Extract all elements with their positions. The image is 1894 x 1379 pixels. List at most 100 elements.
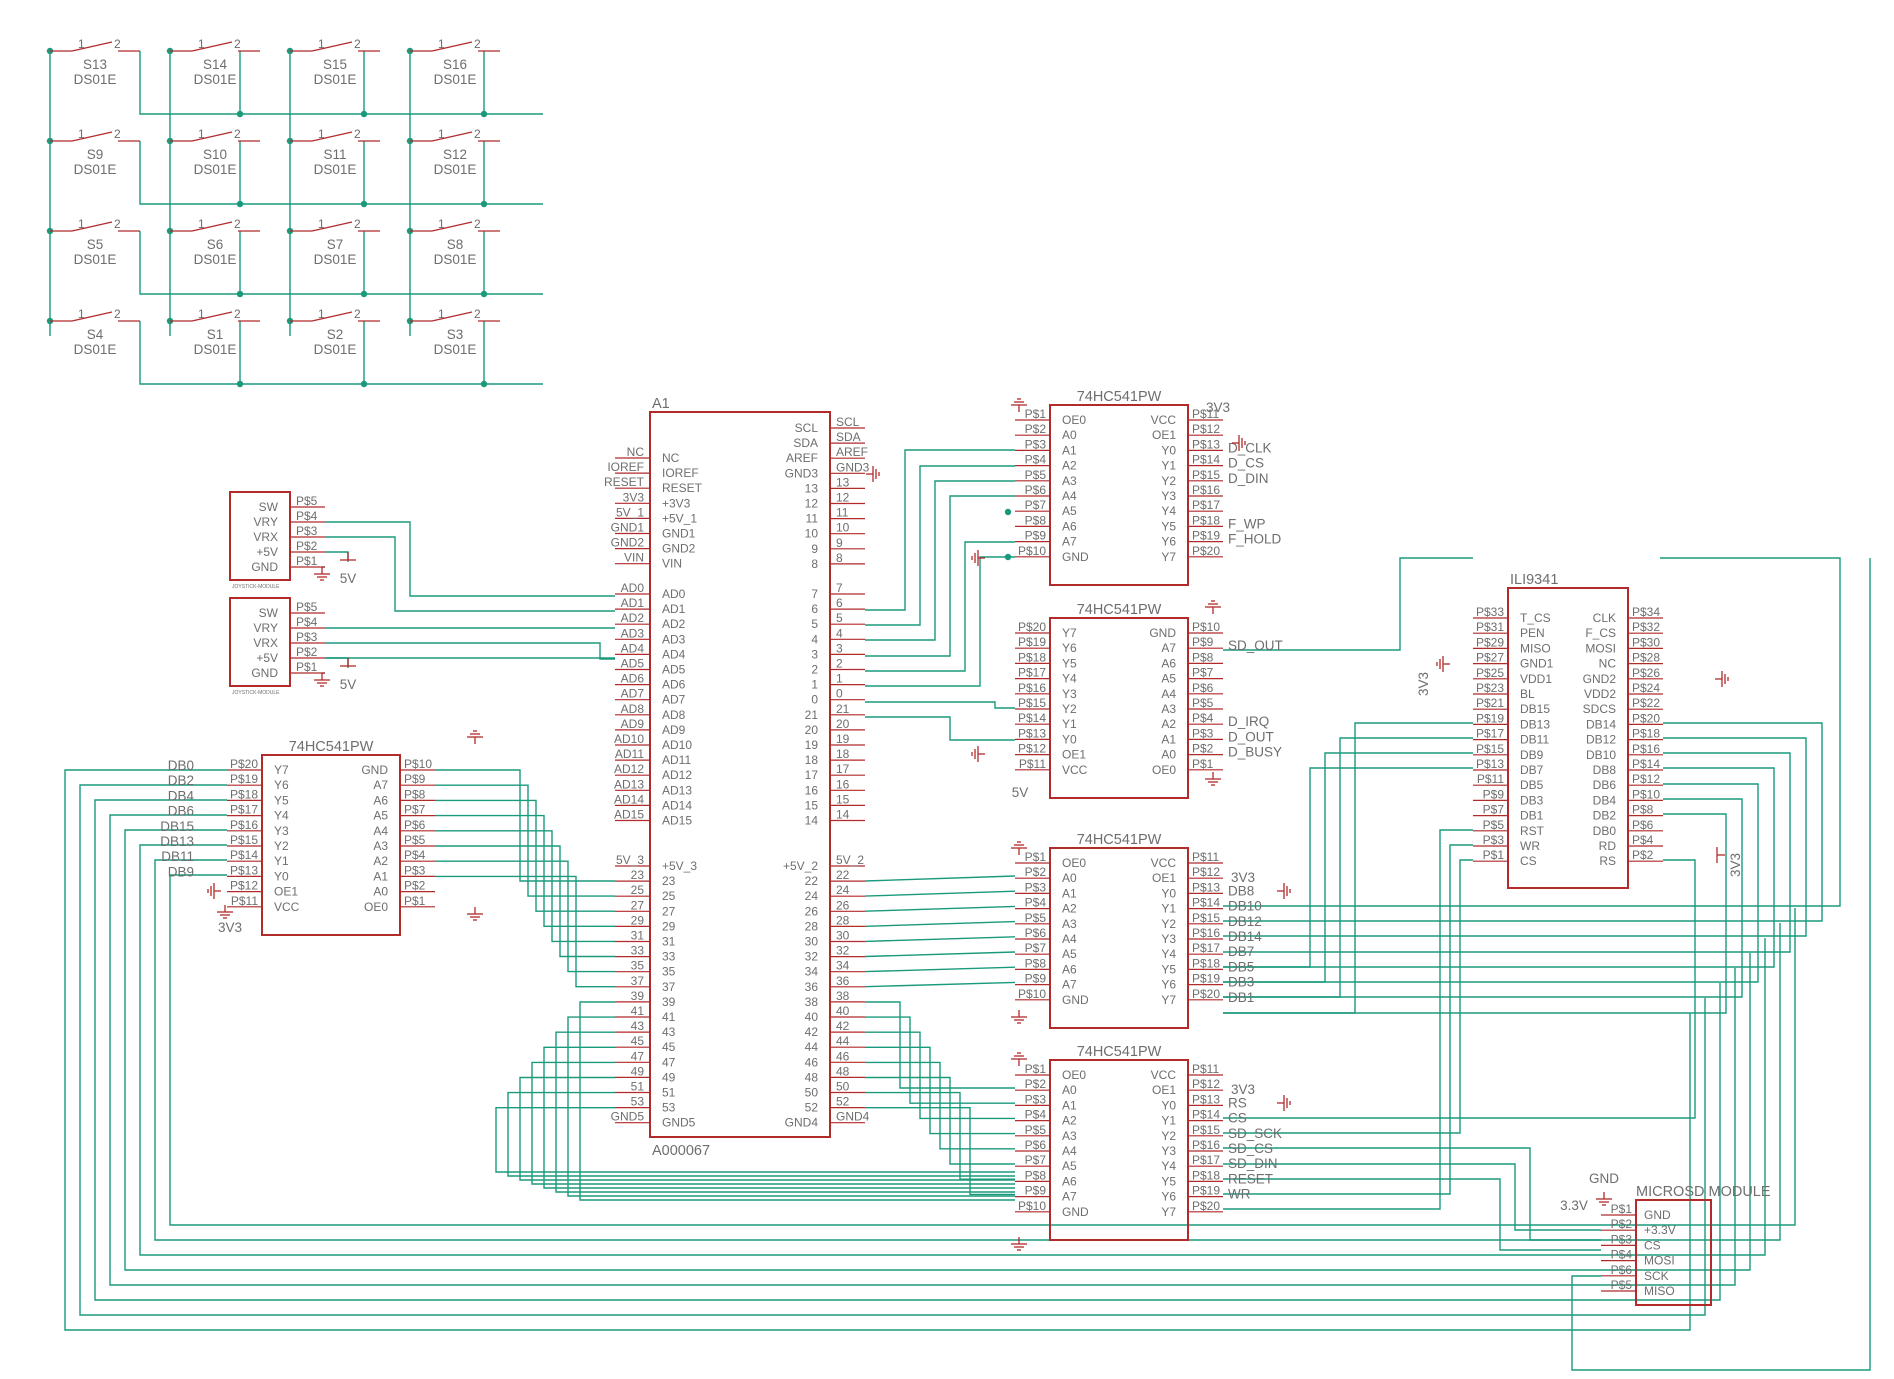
lcd-pin-name: PEN: [1520, 626, 1545, 640]
wire: [865, 1031, 1015, 1120]
buffer-pin-name: Y2: [274, 839, 289, 853]
buffer-pin-name: A6: [1062, 1174, 1077, 1188]
ground-symbol: [207, 883, 221, 899]
buffer-pin-name: Y2: [1161, 917, 1176, 931]
arduino-pin-number: 51: [631, 1080, 645, 1094]
net-label: DB2: [168, 773, 194, 788]
arduino-pin-number: 41: [631, 1004, 645, 1018]
buffer-pin-name: A3: [1062, 474, 1077, 488]
arduino-pin-name: 9: [811, 542, 818, 556]
ground-symbol: [1011, 1052, 1027, 1066]
joystick-body: [229, 491, 291, 581]
joystick-pin-number: P$2: [296, 539, 318, 553]
buffer-pin-number: P$11: [1192, 407, 1219, 421]
wire: [1223, 798, 1743, 998]
arduino-pin-number: AD4: [621, 641, 645, 655]
arduino-pin-name: AD3: [662, 632, 686, 646]
joystick-pin-number: P$1: [296, 554, 318, 568]
arduino-pin-name: +5V_1: [662, 511, 697, 525]
buffer-pin-number: P$18: [1192, 513, 1220, 527]
arduino-pin-name: 43: [662, 1025, 676, 1039]
joystick-pin-name: GND: [251, 560, 278, 574]
buffer-pin-number: P$2: [1192, 742, 1214, 756]
buffer-pin-name: A1: [1062, 443, 1077, 457]
lcd-pin-name: T_CS: [1520, 611, 1551, 625]
buffer-pin-name: Y7: [1062, 626, 1077, 640]
switch-contact: [71, 311, 113, 322]
wire: [865, 449, 1015, 611]
buffer-pin-number: P$14: [1018, 711, 1046, 725]
buffer-pin-number: P$12: [1192, 422, 1220, 436]
buffer-title: 74HC541PW: [1077, 1044, 1162, 1060]
buffer-pin-number: P$18: [1192, 1168, 1220, 1182]
switch-contact: [311, 311, 353, 322]
wire: [1223, 722, 1473, 1014]
arduino-pin-name: 1: [811, 678, 818, 692]
arduino-pin-name: AD6: [662, 678, 686, 692]
ground-symbol: [1436, 656, 1450, 672]
arduino-pin-number: AD10: [614, 732, 644, 746]
arduino-pin-name: GND1: [662, 527, 696, 541]
arduino-pin-number: 18: [836, 747, 850, 761]
joystick-pin-number: P$2: [296, 645, 318, 659]
buffer-body: [1049, 404, 1189, 586]
buffer-pin-number: P$2: [1025, 422, 1047, 436]
arduino-pin-number: 20: [836, 717, 850, 731]
arduino-pin-number: 5V_2: [836, 853, 864, 867]
wire: [435, 769, 615, 882]
buffer-pin-number: P$17: [1192, 941, 1220, 955]
switch-value: DS01E: [434, 252, 477, 267]
lcd-pin-name: DB13: [1520, 717, 1550, 731]
buffer-pin-name: A2: [1062, 459, 1077, 473]
arduino-pin-number: AD0: [621, 581, 645, 595]
keypad-row-wire: [139, 141, 543, 205]
joystick-pin-number: P$3: [296, 524, 318, 538]
arduino-pin-name: 49: [662, 1070, 676, 1084]
wire: [435, 784, 615, 897]
switch-pin-1: 1: [198, 37, 205, 51]
ground-symbol: [1277, 1095, 1291, 1111]
joystick-pin-name: VRY: [254, 621, 278, 635]
arduino-pin-name: AD15: [662, 814, 692, 828]
arduino-pin-number: GND4: [836, 1110, 870, 1124]
arduino-pin-name: AD12: [662, 768, 692, 782]
wire: [865, 1001, 1015, 1089]
wire: [864, 966, 1016, 973]
buffer-pin-name: A7: [373, 778, 388, 792]
arduino-pin-name: AD13: [662, 783, 692, 797]
arduino-pin-number: IOREF: [607, 460, 644, 474]
net-label: RESET: [1228, 1171, 1273, 1186]
lcd-pin-name: DB6: [1593, 778, 1617, 792]
arduino-pin-number: AD3: [621, 626, 645, 640]
arduino-pin-number: 5: [836, 611, 843, 625]
buffer-pin-name: A4: [1062, 932, 1077, 946]
wire: [495, 1106, 1015, 1173]
net-label: SD_DIN: [1228, 1156, 1278, 1171]
switch-pin-2: 2: [114, 37, 121, 51]
ground-symbol: [1011, 1010, 1027, 1024]
wire: [1223, 844, 1473, 1195]
buffer-pin-number: P$8: [1025, 1168, 1047, 1182]
buffer-body: [261, 754, 401, 936]
arduino-pin-number: AD6: [621, 672, 645, 686]
buffer-pin-name: Y1: [1062, 717, 1077, 731]
microsd-pin-name: MOSI: [1644, 1254, 1675, 1268]
arduino-pin-name: 11: [806, 512, 819, 526]
buffer-pin-number: P$19: [230, 772, 258, 786]
buffer-pin-number: P$17: [1018, 666, 1046, 680]
lcd-pin-number: P$10: [1632, 787, 1660, 801]
wire: [865, 1106, 1015, 1196]
joystick-5v-label: 5V: [340, 677, 357, 692]
buffer-pin-number: P$10: [1018, 987, 1046, 1001]
switch-value: DS01E: [314, 342, 357, 357]
arduino-pin-number: 40: [836, 1004, 850, 1018]
lcd-pin-name: DB8: [1593, 763, 1617, 777]
arduino-pin-number: GND1: [611, 521, 645, 535]
net-label: RS: [1228, 1095, 1247, 1110]
buffer-pin-name: VCC: [1151, 856, 1177, 870]
